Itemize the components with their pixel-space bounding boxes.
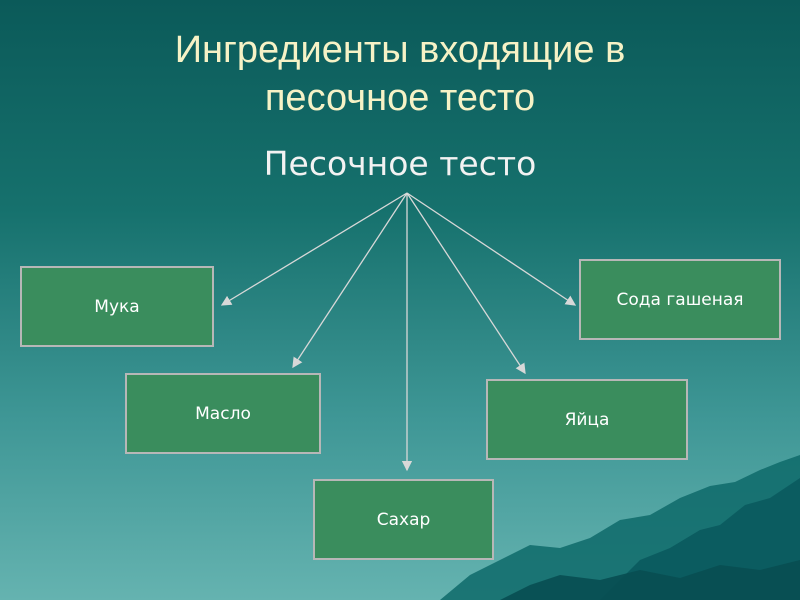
mountain-shape xyxy=(500,560,800,600)
arrow-to-muka xyxy=(220,192,408,306)
connector-arrows xyxy=(220,192,577,472)
node-yaytsa: Яйца xyxy=(486,379,688,460)
slide-title: Ингредиенты входящие в песочное тесто xyxy=(0,26,800,122)
node-maslo: Масло xyxy=(125,373,321,454)
node-soda: Сода гашеная xyxy=(579,259,781,340)
arrow-to-yaytsa xyxy=(406,192,526,375)
arrow-to-soda xyxy=(406,192,577,306)
slide-title-line1: Ингредиенты входящие в xyxy=(174,29,626,71)
node-sakhar: Сахар xyxy=(313,479,494,560)
slide-title-line2: песочное тесто xyxy=(264,77,536,119)
arrow-to-maslo xyxy=(292,192,408,369)
node-muka: Мука xyxy=(20,266,214,347)
root-node-label: Песочное тесто xyxy=(263,144,537,183)
